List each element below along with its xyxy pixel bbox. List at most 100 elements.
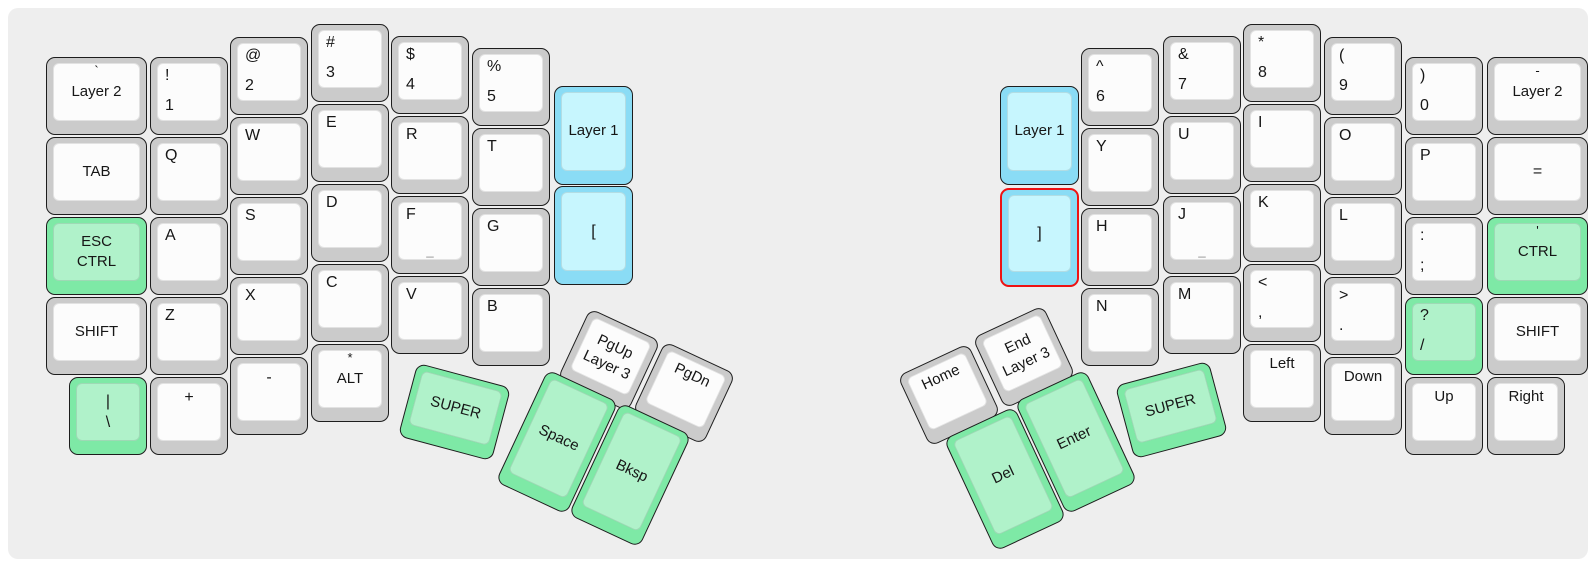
key-at-2[interactable]: @2: [230, 37, 308, 115]
key-legend: Del: [989, 462, 1017, 488]
keycap-top: E: [318, 110, 382, 168]
key-s[interactable]: S: [230, 197, 308, 275]
key-m[interactable]: M: [1163, 276, 1241, 354]
keycap-top: P: [1412, 143, 1476, 201]
key-bracket-open[interactable]: [: [554, 186, 633, 285]
key-legend: T: [487, 138, 497, 155]
key-dash-layer2[interactable]: -Layer 2: [1487, 57, 1588, 135]
key-up-arrow[interactable]: Up: [1405, 377, 1483, 455]
key-paren-9[interactable]: (9: [1324, 37, 1402, 115]
key-legend: [: [591, 222, 596, 240]
key-layer1-left[interactable]: Layer 1: [554, 86, 633, 185]
keycap-top: Y: [1088, 134, 1152, 192]
keycap-top: D: [318, 190, 382, 248]
key-legend: X: [245, 287, 256, 304]
key-tab[interactable]: TAB: [46, 137, 147, 215]
key-legend: Enter: [1054, 422, 1094, 454]
key-left-arrow[interactable]: Left: [1243, 344, 1321, 422]
keycap-top: Down: [1331, 363, 1395, 421]
key-super-right[interactable]: SUPER: [1114, 360, 1229, 460]
key-legend: J: [1178, 206, 1186, 223]
keycap-top: O: [1331, 123, 1395, 181]
key-dollar-4[interactable]: $4: [391, 36, 469, 114]
key-amp-7[interactable]: &7: [1163, 36, 1241, 114]
key-x[interactable]: X: [230, 277, 308, 355]
key-minus[interactable]: -: [230, 357, 308, 435]
key-question-slash[interactable]: ?/: [1405, 297, 1483, 375]
key-down-arrow[interactable]: Down: [1324, 357, 1402, 435]
key-equals[interactable]: =: [1487, 137, 1588, 215]
key-legend: Right: [1508, 388, 1544, 405]
key-legend: \: [105, 413, 111, 431]
key-n[interactable]: N: [1081, 288, 1159, 366]
key-j[interactable]: J_: [1163, 196, 1241, 274]
keycap-top: -Layer 2: [1494, 63, 1581, 121]
key-legend: :: [1420, 227, 1425, 244]
key-shift-legend: *: [347, 350, 353, 365]
key-legend: G: [487, 218, 500, 235]
key-k[interactable]: K: [1243, 184, 1321, 262]
key-f[interactable]: F_: [391, 196, 469, 274]
key-caret-6[interactable]: ^6: [1081, 48, 1159, 126]
key-legend: /: [1420, 337, 1425, 355]
key-i[interactable]: I: [1243, 104, 1321, 182]
key-c[interactable]: C: [311, 264, 389, 342]
key-legend: M: [1178, 286, 1192, 303]
key-z[interactable]: Z: [150, 297, 228, 375]
key-right-arrow[interactable]: Right: [1487, 377, 1565, 455]
key-a[interactable]: A: [150, 217, 228, 295]
key-legend: CTRL: [1517, 242, 1558, 260]
keycap-top: =: [1494, 143, 1581, 201]
key-colon-semicolon[interactable]: :;: [1405, 217, 1483, 295]
key-u[interactable]: U: [1163, 116, 1241, 194]
key-quote-ctrl[interactable]: 'CTRL: [1487, 217, 1588, 295]
key-hash-3[interactable]: #3: [311, 24, 389, 102]
key-excl-1[interactable]: !1: [150, 57, 228, 135]
key-gt-period[interactable]: >.: [1324, 277, 1402, 355]
key-star-8[interactable]: *8: [1243, 24, 1321, 102]
key-lt-comma[interactable]: <,: [1243, 264, 1321, 342]
key-star-alt[interactable]: *ALT: [311, 344, 389, 422]
key-legend: S: [245, 207, 256, 224]
key-legend: Z: [165, 307, 175, 324]
key-h[interactable]: H: [1081, 208, 1159, 286]
key-b[interactable]: B: [472, 288, 550, 366]
key-t[interactable]: T: [472, 128, 550, 206]
key-shift-legend: `: [94, 63, 99, 78]
keycap-top: [: [561, 192, 626, 271]
key-pipe-backslash[interactable]: |\: [69, 377, 147, 455]
key-legend: @: [245, 47, 262, 64]
key-layer1-right[interactable]: Layer 1: [1000, 86, 1079, 185]
key-e[interactable]: E: [311, 104, 389, 182]
key-paren-0[interactable]: )0: [1405, 57, 1483, 135]
key-plus[interactable]: +: [150, 377, 228, 455]
key-g[interactable]: G: [472, 208, 550, 286]
key-l[interactable]: L: [1324, 197, 1402, 275]
key-legend: ]: [1037, 224, 1042, 242]
keycap-top: Layer 1: [1007, 92, 1072, 171]
key-r[interactable]: R: [391, 116, 469, 194]
key-shift-right[interactable]: SHIFT: [1487, 297, 1588, 375]
key-legend: L: [1339, 207, 1348, 224]
keycap-top: @2: [237, 43, 301, 101]
key-grave-layer2[interactable]: `Layer 2: [46, 57, 147, 135]
key-shift-left[interactable]: SHIFT: [46, 297, 147, 375]
key-legend: E: [326, 114, 337, 131]
key-pct-5[interactable]: %5: [472, 48, 550, 126]
key-w[interactable]: W: [230, 117, 308, 195]
key-v[interactable]: V: [391, 276, 469, 354]
key-legend: =: [1532, 163, 1543, 181]
keycap-top: `Layer 2: [53, 63, 140, 121]
key-y[interactable]: Y: [1081, 128, 1159, 206]
key-q[interactable]: Q: [150, 137, 228, 215]
key-p[interactable]: P: [1405, 137, 1483, 215]
key-d[interactable]: D: [311, 184, 389, 262]
key-o[interactable]: O: [1324, 117, 1402, 195]
key-super-left[interactable]: SUPER: [397, 362, 512, 462]
key-legend: .: [1339, 317, 1344, 335]
key-legend: 9: [1339, 77, 1348, 95]
key-legend: !: [165, 67, 170, 84]
key-bracket-close[interactable]: ]: [1000, 188, 1079, 287]
